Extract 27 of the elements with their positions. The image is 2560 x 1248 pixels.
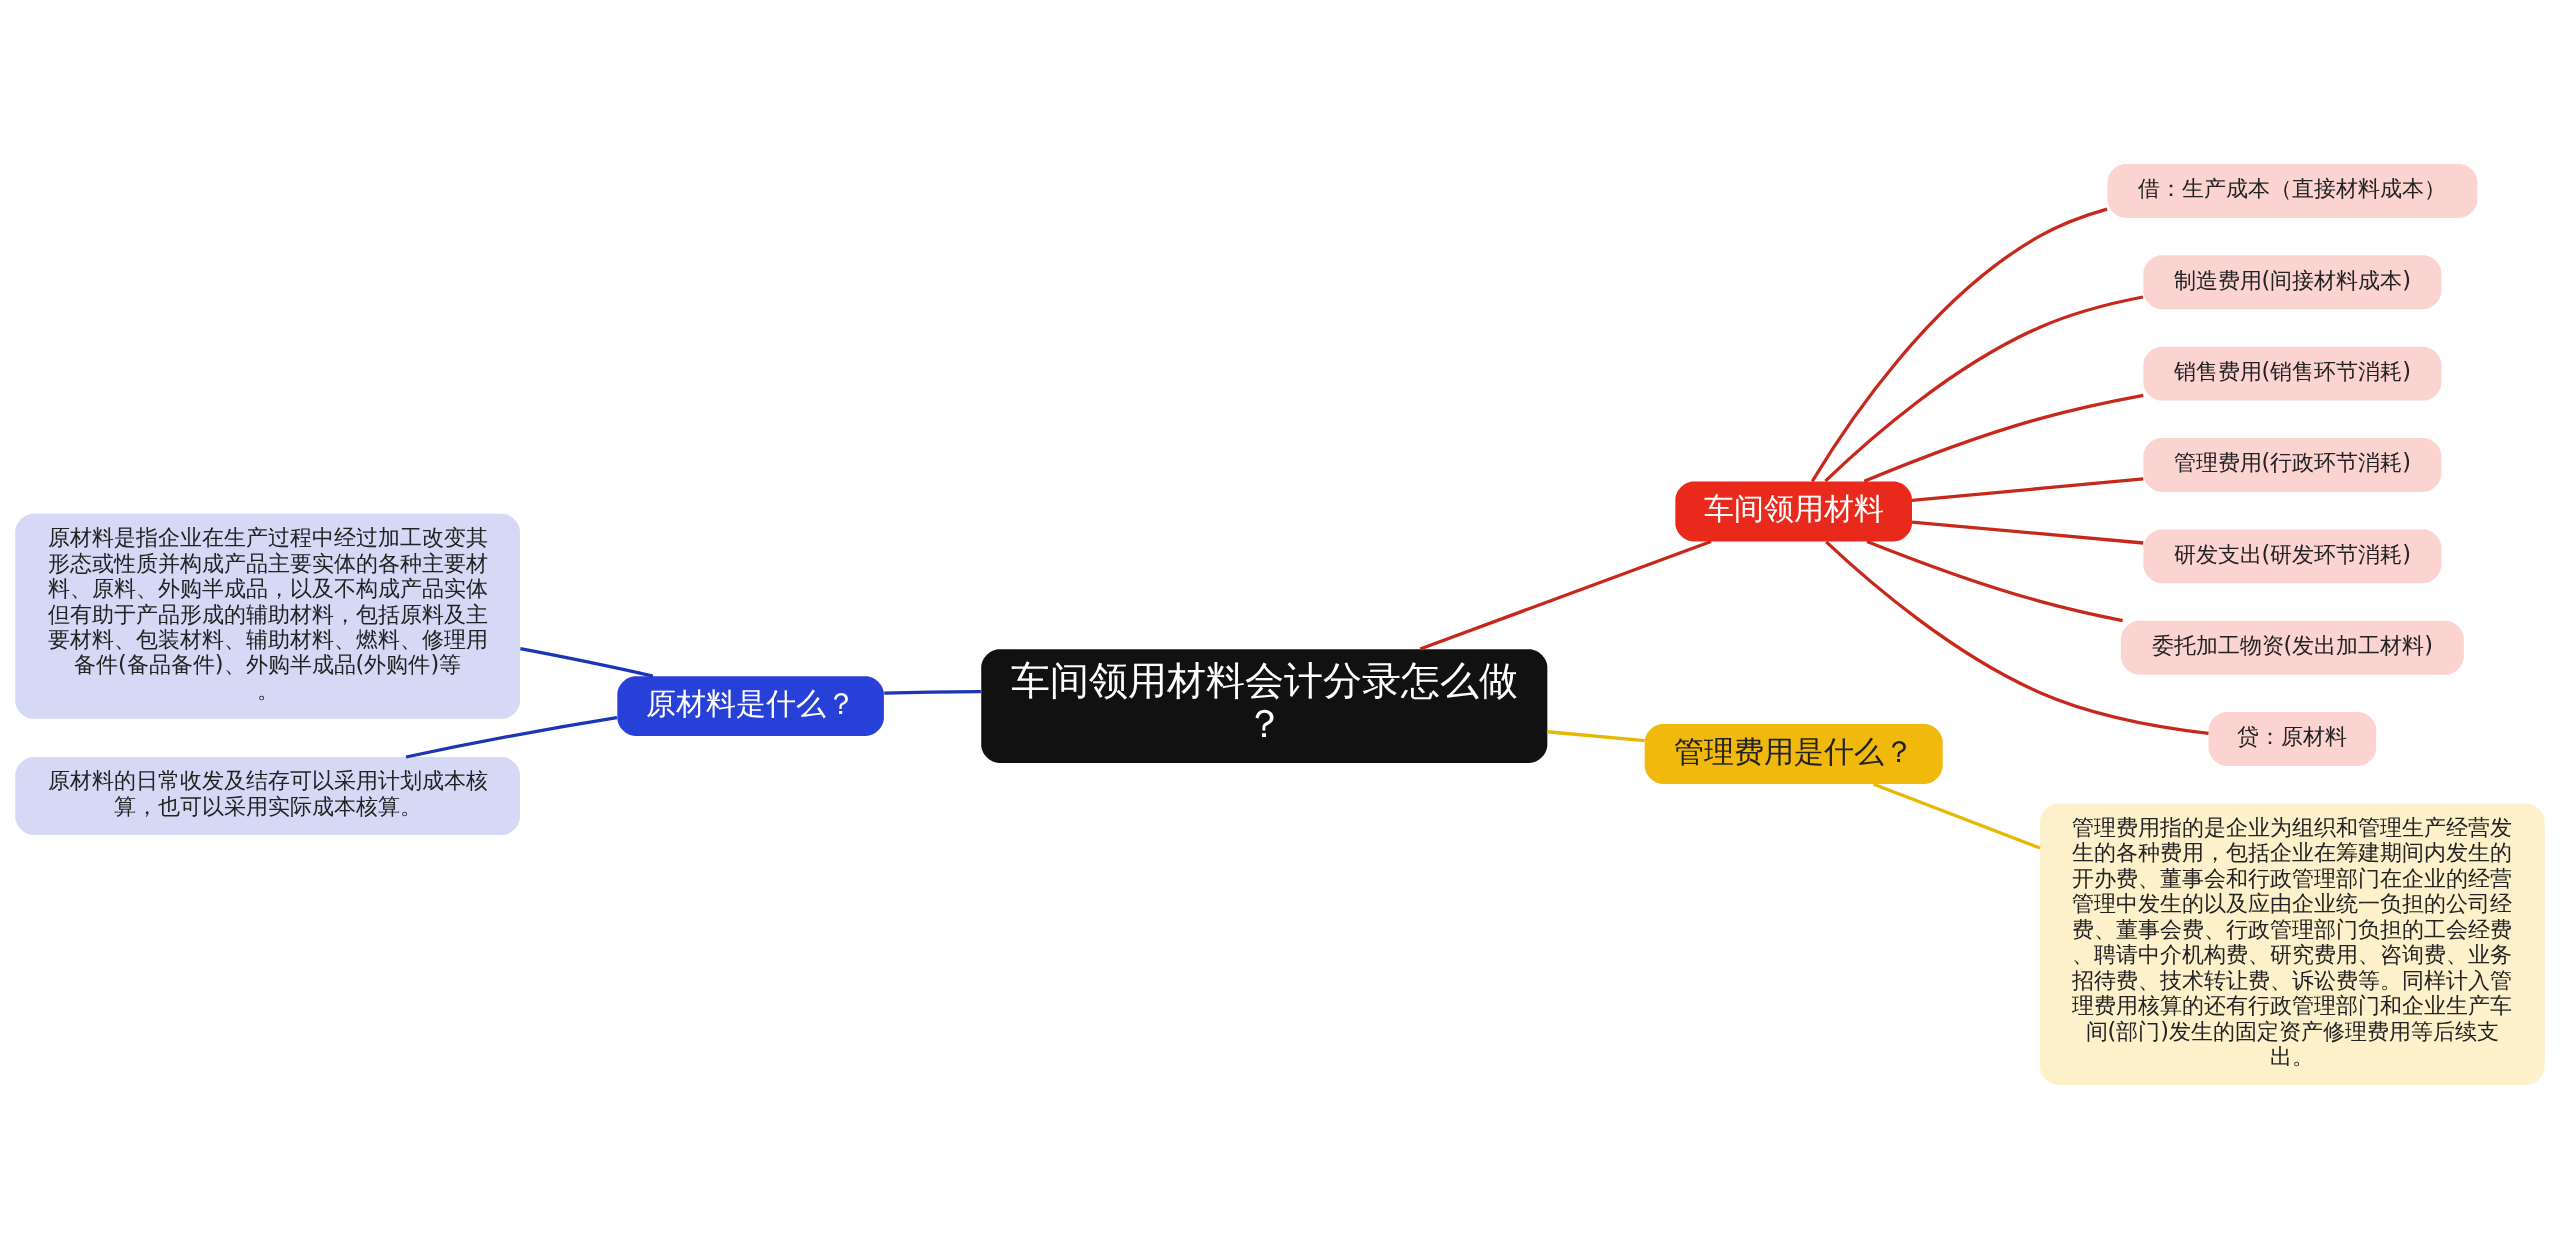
node-box: 管理费用(行政环节消耗) — [2143, 437, 2442, 492]
node-box: 原材料是指企业在生产过程中经过加工改变其形态或性质并构成产品主要实体的各种主要材料、原料、外购半成品，以及不构成产品实体但有助于产品形成的辅助材料，包括原料及主要材料、包装材料、辅助材料、燃料、修理用备件(备品备件)、外购半成品(外购件)等。 — [15, 513, 520, 719]
node-box: 车间领用材料会计分录怎么做？ — [981, 648, 1548, 763]
node-box: 车间领用材料 — [1675, 481, 1912, 541]
connector — [884, 689, 981, 695]
node-box: 研发支出(研发环节消耗) — [2143, 528, 2442, 583]
connector — [1911, 519, 2144, 545]
connector — [1824, 294, 2144, 482]
node-box: 管理费用指的是企业为组织和管理生产经营发生的各种费用，包括企业在筹建期间内发生的开办费、董事会和行政管理部门在企业的经营管理中发生的以及应由企业统一负担的公司经费、董事会费、行政管理部门负担的工会经费、聘请中介机构费、研究费用、咨询费、业务招待费、技术转让费、诉讼费等。同样计入管理费用核算的还有行政管理部门和企业生产车间(部门)发生的固定资产修理费用等后续支出。 — [2040, 802, 2545, 1085]
node-box: 委托加工物资(发出加工材料) — [2120, 620, 2464, 675]
connector — [520, 646, 654, 678]
node-box: 制造费用(间接材料成本) — [2143, 254, 2442, 309]
node-box: 借：生产成本（直接材料成本） — [2107, 163, 2478, 218]
connector — [1810, 207, 2108, 482]
connector — [1547, 729, 1645, 742]
connector — [405, 715, 618, 759]
node-box: 销售费用(销售环节消耗) — [2143, 346, 2442, 401]
connector — [1873, 782, 2041, 850]
node-box: 贷：原材料 — [2208, 711, 2377, 766]
connector — [1866, 539, 2123, 622]
connector — [1825, 540, 2209, 735]
connector — [1863, 393, 2144, 483]
node-box: 原材料是什么？ — [617, 675, 884, 736]
connector — [1419, 539, 1712, 651]
node-box: 原材料的日常收发及结存可以采用计划成本核算，也可以采用实际成本核算。 — [15, 756, 520, 835]
node-box: 管理费用是什么？ — [1644, 723, 1943, 784]
connector — [1911, 476, 2144, 502]
